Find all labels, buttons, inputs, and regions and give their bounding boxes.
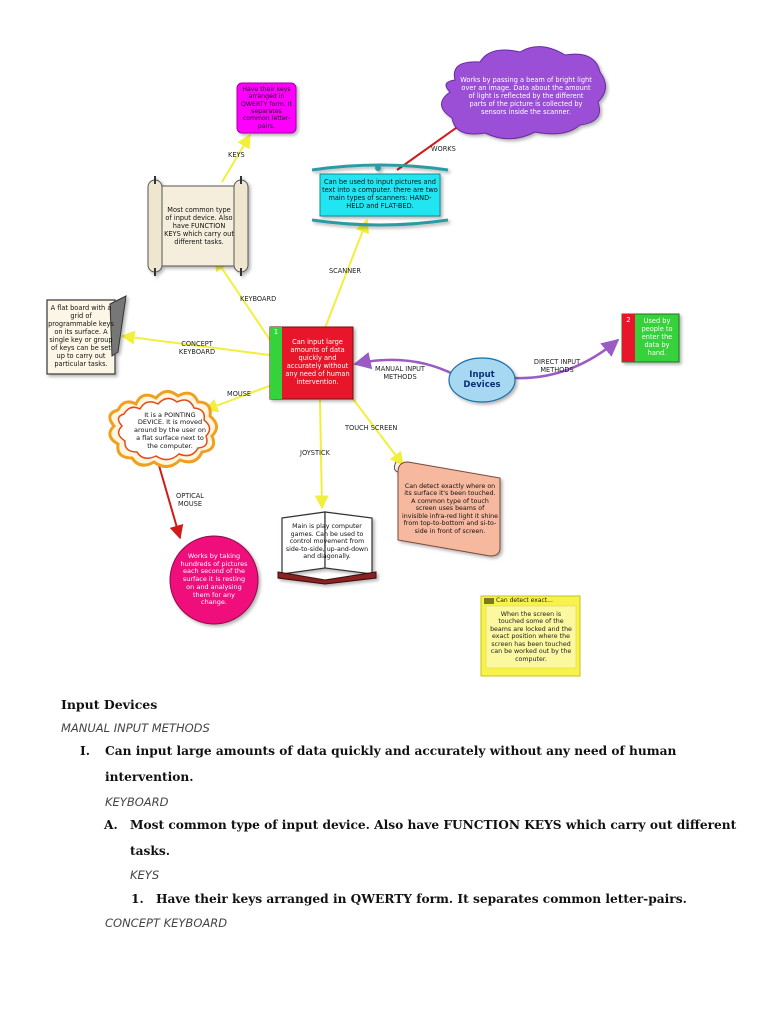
connectors [120, 133, 404, 510]
label-scanner: SCANNER [329, 267, 361, 275]
scanner-works-cloud[interactable] [441, 46, 606, 140]
outline-keyboard: KEYBOARD [105, 795, 169, 809]
outline-marker-i: I. [80, 744, 90, 758]
manual-input-number: 1 [273, 327, 279, 336]
label-keyboard: KEYBOARD [240, 295, 277, 303]
label-works: WORKS [431, 145, 456, 153]
edge-manual-mouse [203, 384, 273, 413]
edge-manual-concept [120, 330, 271, 356]
outline-marker-a: A. [104, 818, 118, 832]
outline-keys: KEYS [130, 868, 160, 882]
outline-keyboard-line2: tasks. [130, 844, 170, 858]
sticky-title: Can detect exact... [496, 597, 553, 605]
manual-input-box[interactable] [269, 326, 354, 400]
keys-note-text: Have their keys arranged in QWERTY form.… [241, 85, 292, 130]
scanner-note-text: Can be used to input pictures and text i… [322, 178, 438, 210]
direct-input-box[interactable] [621, 313, 680, 363]
keys-node[interactable] [236, 82, 297, 134]
edge-manual-touch [349, 394, 404, 467]
direct-input-number: 2 [626, 315, 631, 324]
manual-input-note-text: Can input large amounts of data quickly … [285, 338, 350, 386]
scanner-works-note-text: Works by passing a beam of bright light … [460, 76, 592, 116]
label-concept-keyboard: CONCEPT KEYBOARD [178, 340, 216, 356]
edge-mouse-optical [157, 461, 184, 540]
optical-mouse-circle[interactable] [169, 535, 259, 625]
root-oval[interactable] [448, 357, 516, 403]
outline-manual-input-line1: Can input large amounts of data quickly … [105, 744, 677, 758]
label-touch-screen: TOUCH SCREEN [345, 424, 398, 432]
outline-keys-line1: Have their keys arranged in QWERTY form.… [156, 892, 687, 906]
concept-keyboard-note-text: A flat board with a grid of programmable… [48, 304, 114, 368]
label-manual-input-methods: MANUAL INPUT METHODS [375, 365, 425, 381]
joystick-book[interactable] [277, 511, 377, 585]
keyboard-note-text: Most common type of input device. Also h… [164, 206, 234, 246]
outline-keyboard-line1: Most common type of input device. Also h… [130, 818, 737, 832]
keyboard-scroll[interactable] [147, 176, 249, 276]
label-keys: KEYS [228, 151, 245, 159]
scanner-banner[interactable] [311, 163, 449, 227]
edge-keyboard-keys [221, 133, 251, 183]
concept-keyboard-paper[interactable] [46, 295, 127, 375]
concept-map [46, 46, 680, 677]
direct-input-note-text: Used by people to enter the data by hand… [641, 317, 673, 357]
root-label: Input Devices [463, 369, 501, 390]
sticky-note[interactable] [480, 595, 581, 677]
outline-marker-1: 1. [131, 892, 144, 906]
touch-screen-note-text: Can detect exactly where on its surface … [402, 482, 498, 535]
edge-manual-joystick [314, 399, 329, 510]
edge-manual-keyboard [214, 256, 271, 341]
sticky-note-text: When the screen is touched some of the b… [490, 610, 572, 663]
outline-manual-input-methods: MANUAL INPUT METHODS [61, 721, 210, 735]
joystick-note-text: Main is play computer games. Can be used… [285, 523, 369, 561]
outline-concept-keyboard: CONCEPT KEYBOARD [105, 916, 228, 930]
label-optical-mouse: OPTICAL MOUSE [176, 492, 204, 508]
label-direct-input-methods: DIRECT INPUT METHODS [533, 358, 581, 374]
edge-root-direct [514, 338, 620, 380]
label-joystick: JOYSTICK [300, 449, 330, 457]
outline-title: Input Devices [61, 697, 158, 712]
touch-screen-scroll[interactable] [393, 461, 501, 557]
edge-root-manual [353, 352, 456, 377]
label-mouse: MOUSE [227, 390, 252, 398]
mouse-burst[interactable] [108, 390, 218, 468]
edge-manual-scanner [324, 218, 369, 329]
optical-mouse-note-text: Works by taking hundreds of pictures eac… [180, 551, 248, 607]
mouse-note-text: It is a POINTING DEVICE. It is moved aro… [133, 410, 207, 450]
outline-manual-input-line2: intervention. [105, 770, 194, 784]
